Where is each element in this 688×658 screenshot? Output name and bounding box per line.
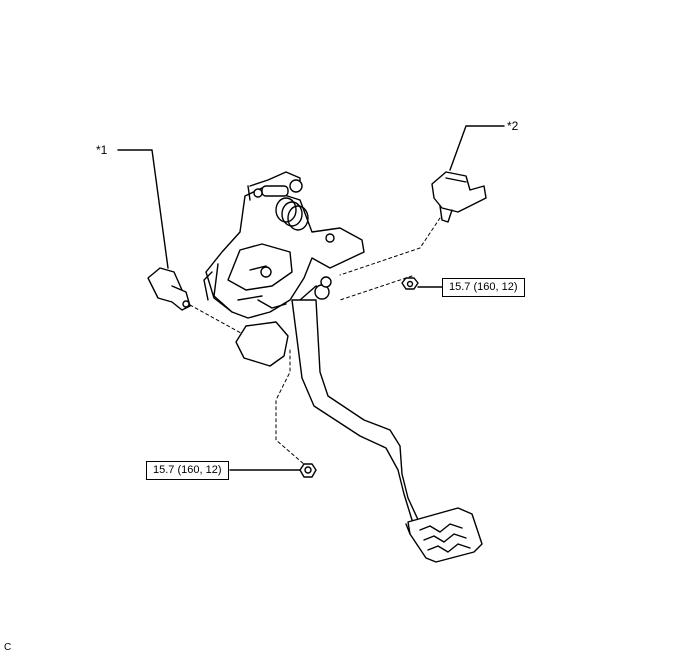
leader-line-part2 [449,125,505,171]
dashed-line-switch2 [339,217,441,276]
nut-lower [299,463,317,478]
leader-line-part1 [117,149,169,269]
nut-upper [401,277,419,290]
pedal-arm [291,299,421,525]
torque-label-lower: 15.7 (160, 12) [146,461,229,480]
dashed-line-switch1 [189,304,251,339]
callout-part1: *1 [96,143,108,157]
sensor-part2 [431,171,487,223]
callout-part2: *2 [507,119,519,133]
bracket-bolt [260,233,335,300]
torque-label-upper: 15.7 (160, 12) [442,278,525,297]
switch-part1 [147,267,191,311]
pedal-pad [405,507,483,563]
figure-code: C [4,642,12,653]
dashed-line-lower-nut [275,349,306,466]
pedal-bracket [203,187,365,367]
pivot-pin [253,179,303,198]
dashed-line-upper-nut [339,275,413,301]
